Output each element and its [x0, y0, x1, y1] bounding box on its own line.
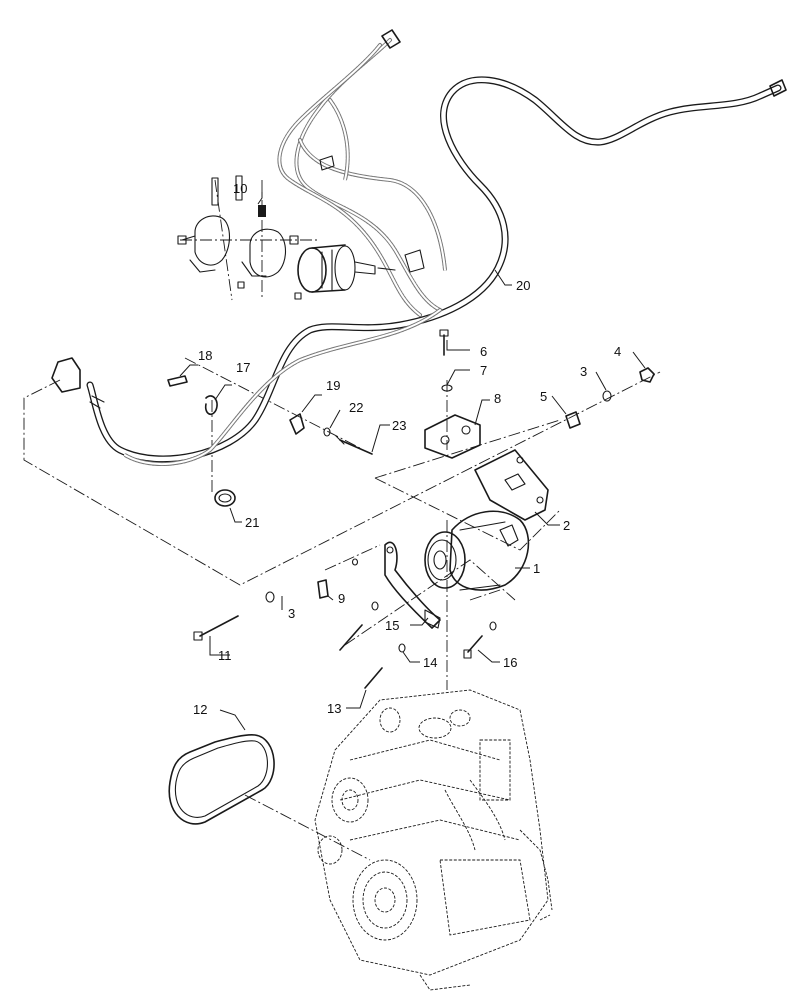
callout-18: 18	[198, 348, 212, 363]
ac-hose-20	[51, 76, 787, 463]
callout-20: 20	[516, 278, 530, 293]
callout-19: 19	[326, 378, 340, 393]
hose-hardware	[167, 375, 373, 507]
compressor-bracket-2	[474, 449, 549, 521]
callout-9: 9	[338, 591, 345, 606]
callout-3-right: 3	[580, 364, 587, 379]
callout-22: 22	[349, 400, 363, 415]
callout-labels: 1 2 3 3 4 5 6 7 8 9 10 11 12 13 14 15 16…	[193, 181, 621, 717]
callout-8: 8	[494, 391, 501, 406]
callout-11: 11	[218, 648, 232, 663]
callout-3-left: 3	[288, 606, 295, 621]
ac-compressor	[424, 510, 530, 591]
callout-14: 14	[423, 655, 437, 670]
callout-15: 15	[385, 618, 399, 633]
callout-1: 1	[533, 561, 540, 576]
callout-4: 4	[614, 344, 621, 359]
callout-17: 17	[236, 360, 250, 375]
mounting-hardware	[193, 329, 655, 689]
callout-10: 10	[233, 181, 247, 196]
callout-13: 13	[327, 701, 341, 716]
callout-5: 5	[540, 389, 547, 404]
drive-belt-12	[168, 734, 275, 825]
assembly-centerlines	[23, 179, 661, 861]
filter-brackets	[177, 175, 396, 300]
callout-7: 7	[480, 363, 487, 378]
callout-21: 21	[245, 515, 259, 530]
callout-23: 23	[392, 418, 406, 433]
callout-16: 16	[503, 655, 517, 670]
compressor-bracket-15	[384, 541, 441, 629]
engine-block	[314, 689, 553, 991]
callout-12: 12	[193, 702, 207, 717]
callout-leaders	[179, 192, 646, 731]
callout-6: 6	[480, 344, 487, 359]
callout-2: 2	[563, 518, 570, 533]
